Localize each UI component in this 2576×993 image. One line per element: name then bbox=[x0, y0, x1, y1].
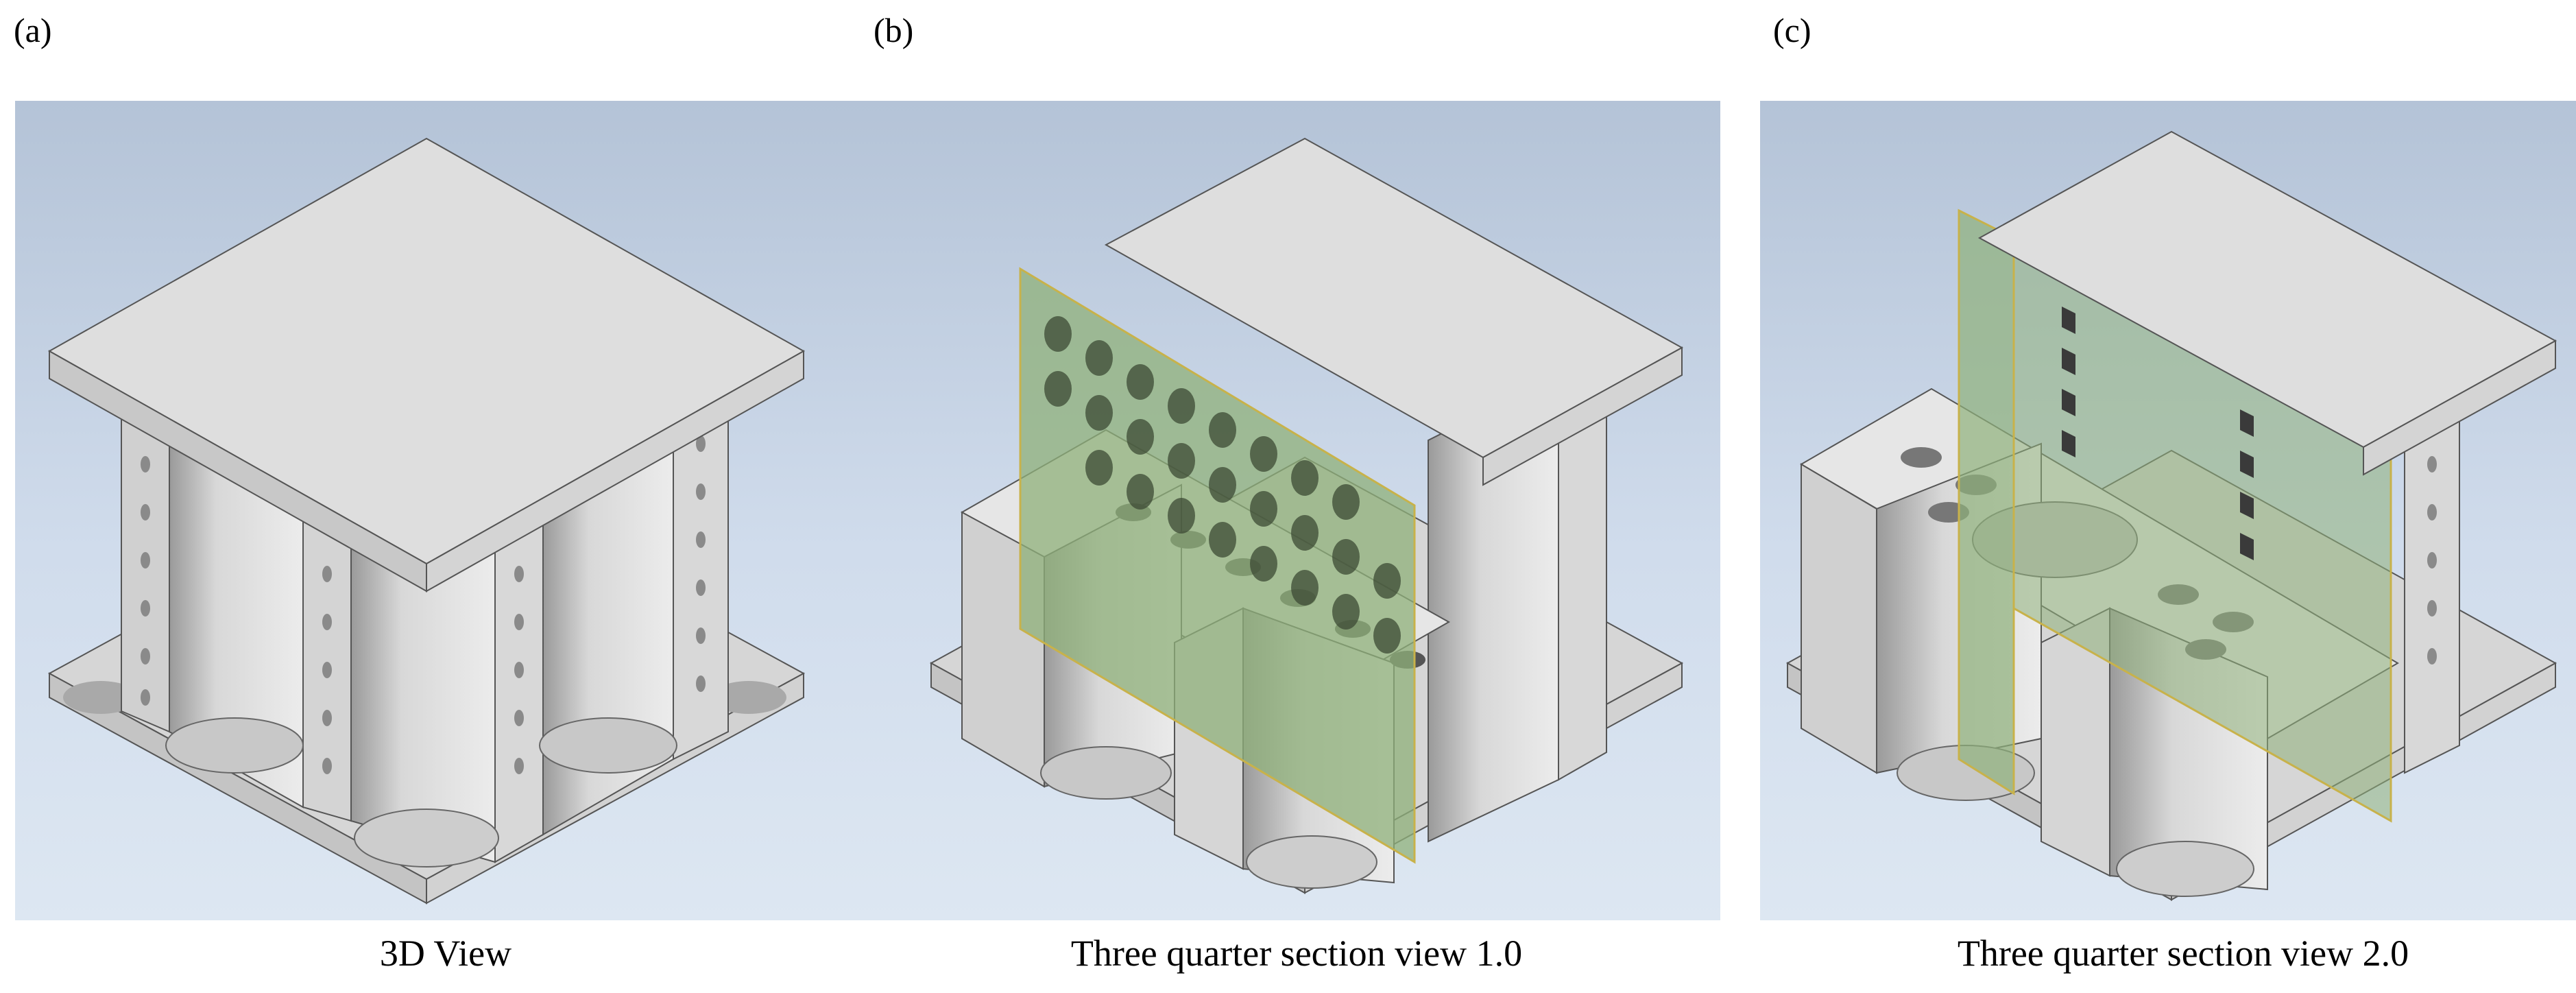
top-plate bbox=[1104, 137, 1684, 486]
part-section-view-2 bbox=[1785, 130, 2557, 901]
viewport-3d-view bbox=[15, 101, 876, 920]
panel-label-a: (a) bbox=[14, 11, 52, 49]
top-plate bbox=[47, 137, 806, 593]
right-wall bbox=[1428, 350, 1607, 843]
top-plate bbox=[1977, 130, 2557, 476]
part-3d-view bbox=[47, 137, 806, 905]
caption-section-view-2: Three quarter section view 2.0 bbox=[1957, 933, 2409, 974]
section-plane bbox=[1958, 208, 2392, 823]
viewport-section-view-1 bbox=[873, 101, 1720, 920]
section-plane bbox=[1019, 267, 1416, 864]
caption-3d-view: 3D View bbox=[379, 933, 512, 974]
panel-label-c: (c) bbox=[1773, 11, 1811, 49]
panel-label-b: (b) bbox=[874, 11, 914, 49]
part-section-view-1 bbox=[929, 137, 1684, 894]
vent-holes bbox=[141, 435, 706, 774]
caption-section-view-1: Three quarter section view 1.0 bbox=[1070, 933, 1523, 974]
viewport-section-view-2 bbox=[1760, 101, 2576, 920]
